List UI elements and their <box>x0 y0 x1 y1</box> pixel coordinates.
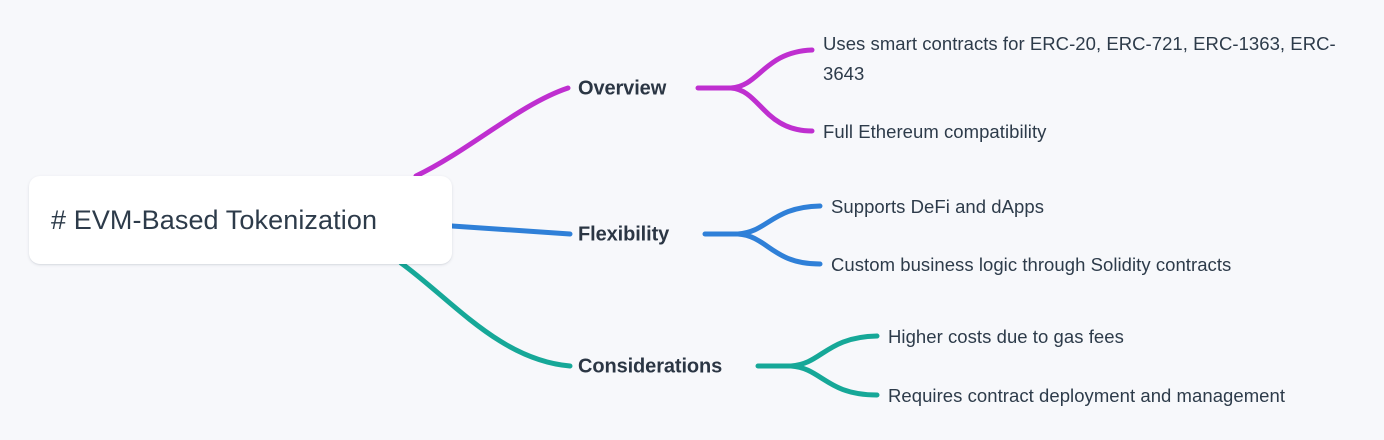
root-node-label: # EVM-Based Tokenization <box>51 204 378 235</box>
connector-root-to-considerations <box>398 260 573 369</box>
root-node[interactable]: # EVM-Based Tokenization <box>29 176 452 264</box>
leaf-overview-2[interactable]: Full Ethereum compatibility <box>823 121 1047 142</box>
branch-label-considerations[interactable]: Considerations <box>578 355 723 378</box>
leaf-considerations-1[interactable]: Higher costs due to gas fees <box>888 326 1124 347</box>
branch-label-overview[interactable]: Overview <box>578 77 667 100</box>
connector-overview-child-1 <box>728 47 815 91</box>
connector-considerations-child-1 <box>788 333 880 369</box>
leaf-flexibility-2[interactable]: Custom business logic through Solidity c… <box>831 254 1232 275</box>
branch-label-flexibility[interactable]: Flexibility <box>578 223 670 246</box>
leaf-flexibility-1[interactable]: Supports DeFi and dApps <box>831 196 1044 217</box>
connector-considerations-child-2 <box>788 363 880 398</box>
leaf-considerations-2[interactable]: Requires contract deployment and managem… <box>888 385 1286 406</box>
connector-flexibility-child-2 <box>735 231 823 267</box>
leaf-overview-1[interactable]: Uses smart contracts for ERC-20, ERC-721… <box>823 33 1336 84</box>
connector-root-to-flexibility <box>449 223 573 237</box>
connector-overview-child-2 <box>728 85 815 134</box>
connector-root-to-overview <box>413 85 571 179</box>
connector-flexibility-child-1 <box>735 203 823 237</box>
